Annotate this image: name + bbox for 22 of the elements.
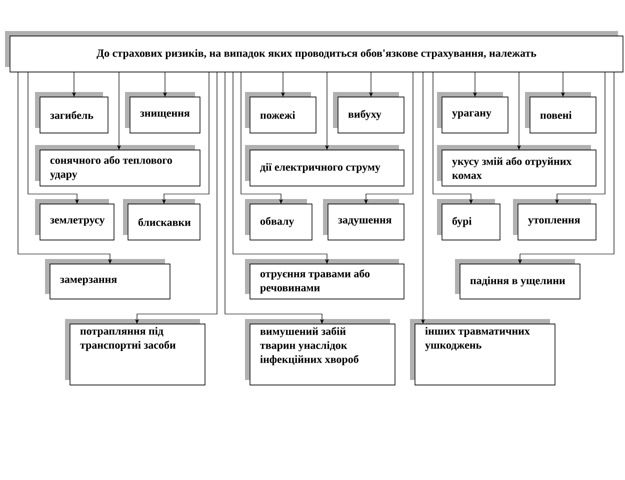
item-box: сонячного або теплового удару [35, 145, 200, 186]
item-box: вибуху [333, 92, 404, 134]
item-box: падіння в ущелини [455, 259, 580, 300]
item-box: утоплення [513, 199, 596, 240]
item-box: дії електричного струму [245, 145, 404, 186]
item-box: отруєння травами або речовинами [245, 259, 404, 300]
item-box: пожежі [245, 92, 316, 134]
header-box: До страхових ризиків, на випадок яких проводиться обов'язкове страхування, належать [5, 31, 624, 72]
item-box: знищення [125, 92, 200, 134]
item-box: інших травматичних ушкоджень [410, 319, 556, 386]
item-box: потрапляння під транспортні засоби [65, 319, 206, 386]
item-box: бурі [437, 199, 500, 240]
item-box: задушення [323, 199, 404, 240]
item-box: вимушений забій тварин унаслідок інфекційних хвороб [245, 319, 396, 386]
item-box: загибель [35, 92, 108, 134]
item-box: урагану [437, 92, 508, 134]
item-box: повені [525, 92, 596, 134]
item-box: землетрусу [35, 199, 114, 240]
item-box: блискавки [123, 199, 200, 240]
item-box: укусу змій або отруйних комах [437, 145, 596, 186]
item-box: замерзання [45, 259, 170, 300]
item-box: обвалу [245, 199, 312, 240]
